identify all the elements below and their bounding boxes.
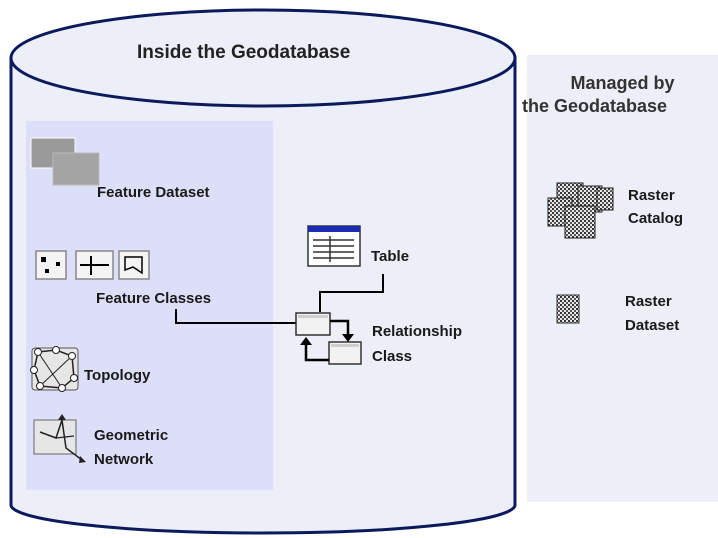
feature-dataset-label: Feature Dataset	[97, 184, 210, 201]
cylinder-top	[9, 8, 517, 108]
feature-classes-label: Feature Classes	[96, 290, 212, 307]
table-label: Table	[371, 248, 410, 265]
managed-panel	[527, 55, 718, 502]
line-class-icon	[75, 250, 114, 280]
raster-dataset-label-line2: Dataset	[625, 317, 680, 334]
polygon-class-icon	[118, 250, 150, 280]
feature-classes-connector	[175, 309, 296, 324]
geometric-network-label-line2: Network	[94, 451, 154, 468]
relationship-class-icon	[295, 312, 362, 365]
managed-title-line1: Managed by	[570, 73, 675, 93]
topology-icon	[30, 346, 79, 392]
raster-catalog-label-line1: Raster	[628, 187, 675, 204]
raster-catalog-icon	[547, 182, 614, 239]
topology-label: Topology	[84, 367, 151, 384]
raster-dataset-icon	[556, 294, 580, 324]
managed-title-line2: the Geodatabase	[522, 96, 668, 116]
geometric-network-label-line1: Geometric	[94, 427, 169, 444]
raster-catalog-label-line2: Catalog	[628, 210, 684, 227]
table-connector	[319, 274, 384, 312]
relationship-class-label-line1: Relationship	[372, 323, 463, 340]
table-icon	[307, 225, 361, 267]
feature-dataset-icon	[30, 137, 100, 186]
relationship-class-label-line2: Class	[372, 348, 413, 365]
point-class-icon	[35, 250, 67, 280]
raster-dataset-label-line1: Raster	[625, 293, 672, 310]
geometric-network-icon	[33, 414, 86, 463]
cylinder-title: Inside the Geodatabase	[137, 42, 351, 63]
